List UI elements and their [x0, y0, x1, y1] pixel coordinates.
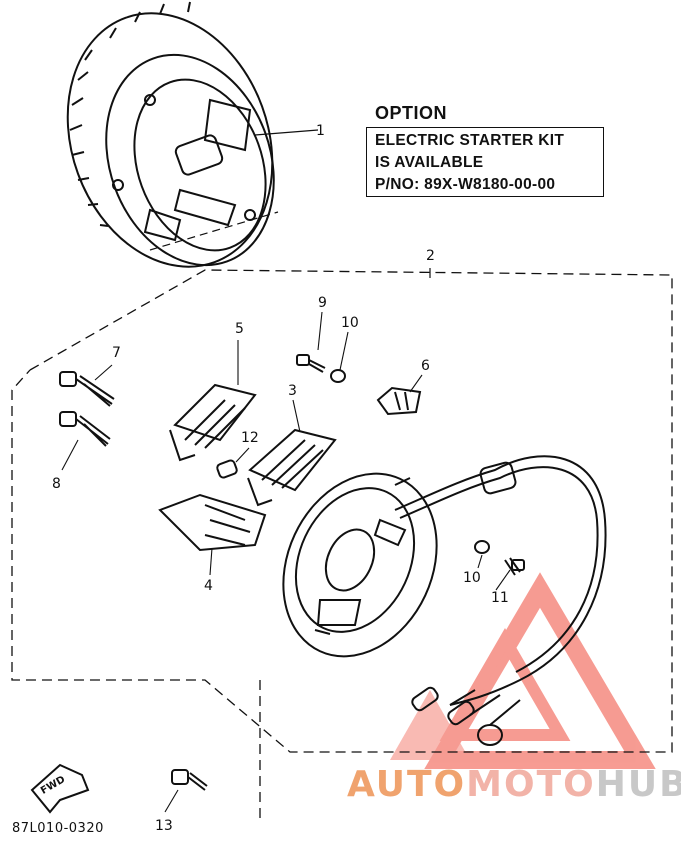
washer-10 [330, 369, 346, 383]
callout-9: 9 [318, 295, 327, 311]
leader-1 [254, 129, 319, 136]
screw-11 [504, 557, 525, 576]
screw-9 [296, 354, 326, 373]
callout-3: 3 [288, 383, 297, 399]
option-title: OPTION [375, 103, 448, 123]
callout-11: 11 [491, 590, 509, 606]
spacer-12 [216, 459, 238, 479]
leader-lines [61, 311, 511, 813]
callout-10-bottom: 10 [463, 570, 481, 586]
flywheel [66, 1, 275, 268]
watermark-text: AUTOMOTOHUB [347, 764, 681, 805]
coil-5 [169, 383, 257, 462]
callout-10-top: 10 [341, 315, 359, 331]
option-box: ELECTRIC STARTER KIT IS AVAILABLE P/NO: … [366, 127, 604, 197]
stator-plate [282, 472, 438, 658]
fwd-arrow-icon [30, 763, 90, 814]
option-line-2: IS AVAILABLE [375, 154, 484, 171]
callout-8: 8 [52, 476, 61, 492]
kit-boundary [11, 269, 673, 753]
callout-4: 4 [204, 578, 213, 594]
callout-6: 6 [421, 358, 430, 374]
washer-10b [474, 540, 490, 554]
diagram-code: 87L010-0320 [12, 821, 104, 836]
coil-4 [158, 493, 267, 552]
callout-12: 12 [241, 430, 259, 446]
bolt-8 [59, 411, 111, 447]
cord-holder-6 [376, 386, 422, 416]
watermark-part3: HUB [595, 764, 681, 805]
callout-1: 1 [316, 123, 325, 139]
bolt-7 [59, 371, 115, 407]
watermark-part2: MOTO [466, 764, 596, 805]
coil-3 [247, 428, 337, 507]
option-line-3: P/NO: 89X-W8180-00-00 [375, 176, 556, 193]
watermark-part1: AUTO [347, 764, 467, 805]
lead-wire [394, 455, 607, 746]
bolt-13 [171, 769, 208, 791]
callout-2: 2 [426, 248, 435, 264]
watermark-triangle [390, 572, 656, 769]
callout-13: 13 [155, 818, 173, 834]
callout-7: 7 [112, 345, 121, 361]
callout-5: 5 [235, 321, 244, 337]
option-line-1: ELECTRIC STARTER KIT [375, 132, 565, 149]
